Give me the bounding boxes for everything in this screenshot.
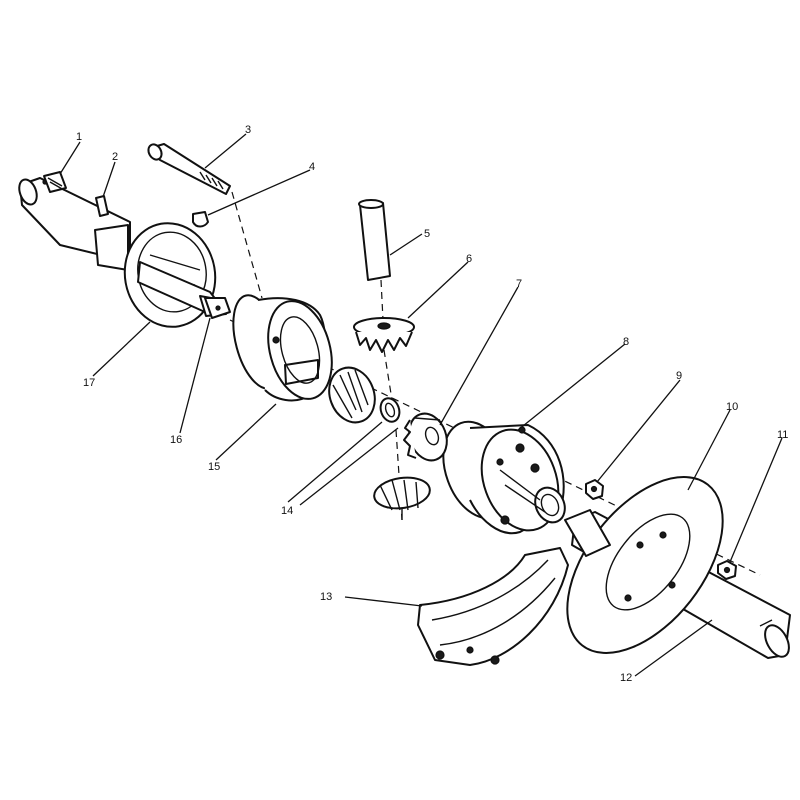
part-1-set-screw [43,171,67,193]
part-11-nut [717,560,737,580]
callout-1: 1 [76,131,82,143]
callout-15: 15 [208,461,220,473]
callout-16: 16 [170,434,182,446]
part-3-bolt [147,143,231,195]
callout-3: 3 [245,124,251,136]
part-6-upper-pinion-gear [353,317,415,353]
callout-9: 9 [676,370,682,382]
part-15-differential-housing [232,294,333,402]
part-5-cross-pin [358,199,391,281]
callout-13: 13 [320,591,332,603]
part-4-woodruff-key [192,211,209,228]
part-16-stub-shaft [204,297,231,319]
part-8-differential-case [442,420,566,535]
callout-12: 12 [620,672,632,684]
callout-labels: 1 2 3 4 5 6 7 8 9 10 11 12 13 14 15 16 1… [76,124,788,684]
callout-5: 5 [424,228,430,240]
part-7-pinion-gear [403,412,448,462]
callout-4: 4 [309,161,315,173]
leader-lines [59,133,783,677]
callout-10: 10 [726,401,738,413]
callout-7: 7 [516,278,522,290]
part-13-brake-shoe [417,547,569,666]
callout-2: 2 [112,151,118,163]
part-9-nut [585,479,604,500]
callout-14: 14 [281,505,293,517]
callout-6: 6 [466,253,472,265]
part-17-axle-housing [18,177,227,328]
part-10-brake-disc [564,476,724,654]
callout-17: 17 [83,377,95,389]
part-2-roll-pin [95,195,109,217]
part-14-side-gears [328,366,431,520]
callout-8: 8 [623,336,629,348]
callout-11: 11 [777,429,788,441]
